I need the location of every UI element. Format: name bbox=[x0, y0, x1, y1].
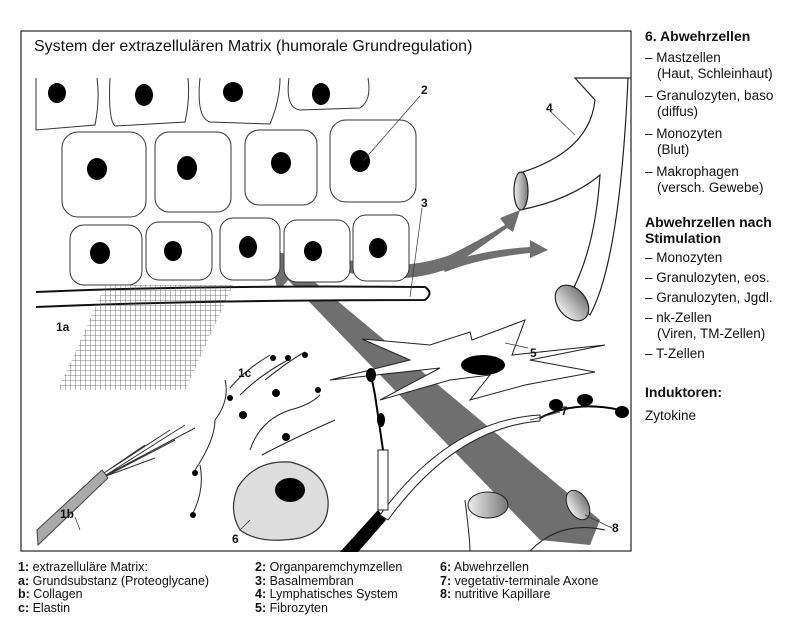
legend-item: 3: Basalmembran bbox=[255, 573, 402, 589]
list-item: – Granulozyten, Jgdl. bbox=[645, 290, 800, 306]
legend-text: Lymphatisches System bbox=[266, 587, 398, 601]
list-item: – T-Zellen bbox=[645, 346, 800, 362]
elastin-fibers bbox=[190, 351, 336, 518]
legend-text: extrazelluläre Matrix: bbox=[29, 560, 148, 574]
legend-item: 8: nutritive Kapillare bbox=[440, 587, 598, 602]
list-item: – Monozyten(Blut) bbox=[645, 126, 800, 158]
ground-substance-mesh bbox=[58, 285, 233, 390]
legend-item: 6: Abwehrzellen bbox=[440, 560, 598, 575]
fibrocyte-nucleus bbox=[461, 355, 505, 375]
list-item-sub: (Viren, TM-Zellen) bbox=[657, 326, 766, 341]
list-item: – Monozyten bbox=[645, 250, 800, 266]
legend-text: Fibrozyten bbox=[266, 600, 328, 615]
legend-item: 4: Lymphatisches System bbox=[255, 587, 402, 602]
defense-cell-nucleus bbox=[275, 478, 305, 502]
legend-key: 7: bbox=[440, 573, 452, 588]
diagram-labels: 2 3 4 5 6 7 8 1a 1b 1c bbox=[56, 83, 619, 546]
legend-item: b: Collagen bbox=[18, 587, 209, 602]
nutritive-capillary bbox=[464, 489, 606, 552]
defense-cell bbox=[232, 461, 329, 541]
cell-nuclei bbox=[48, 82, 387, 264]
legend-item: 1: extrazelluläre Matrix: bbox=[18, 560, 209, 575]
list-item-main: – Granulozyten, eos. bbox=[645, 270, 770, 285]
list-item-main: – T-Zellen bbox=[645, 346, 705, 361]
legend-key: 2: bbox=[255, 560, 267, 574]
lymphatic-vessel bbox=[513, 77, 629, 322]
list-item-main: – Monozyten bbox=[645, 126, 723, 141]
legend-key: 3: bbox=[255, 573, 267, 588]
list-item-main: – Makrophagen bbox=[645, 164, 739, 179]
legend-item: 7: vegetativ-terminale Axone bbox=[440, 573, 599, 589]
heading-defense-cells: 6. Abwehrzellen bbox=[645, 28, 751, 44]
legend-text: Collagen bbox=[29, 587, 83, 601]
legend-text: vegetativ-terminale Axone bbox=[451, 573, 599, 588]
list-item-main: – nk-Zellen bbox=[645, 310, 712, 325]
list-item-sub: (Blut) bbox=[657, 142, 690, 157]
defense-cell-list: – Mastzellen(Haut, Schleinhaut) – Granulo… bbox=[645, 50, 800, 196]
label-2: 2 bbox=[421, 83, 428, 97]
list-item-main: – Mastzellen bbox=[645, 50, 721, 65]
legend-item: 2: Organparemchymzellen bbox=[255, 560, 403, 575]
label-7: 7 bbox=[561, 404, 568, 418]
label-5: 5 bbox=[530, 346, 537, 360]
list-item-sub: (versch. Gewebe) bbox=[657, 180, 764, 195]
legend-key: c: bbox=[18, 600, 30, 615]
label-4: 4 bbox=[546, 101, 553, 115]
legend-key: 4: bbox=[255, 587, 267, 601]
legend-key: b: bbox=[18, 587, 30, 601]
legend-key: 8: bbox=[440, 587, 452, 601]
legend-key: a: bbox=[18, 573, 30, 588]
inductors-text: Zytokine bbox=[645, 408, 697, 423]
legend-text: Abwehrzellen bbox=[451, 560, 529, 574]
heading-inductors: Induktoren: bbox=[645, 384, 722, 400]
gray-flow-arrows bbox=[268, 210, 600, 545]
label-3: 3 bbox=[421, 196, 428, 210]
list-item: – nk-Zellen(Viren, TM-Zellen) bbox=[645, 310, 800, 342]
basal-membrane bbox=[35, 285, 431, 308]
legend-item: a: Grundsubstanz (Proteoglycane) bbox=[18, 573, 210, 589]
label-8: 8 bbox=[612, 521, 619, 535]
collagen-fiber bbox=[36, 424, 196, 547]
vegetative-axons bbox=[340, 368, 629, 552]
label-1b: 1b bbox=[60, 507, 74, 521]
legend-text: Grundsubstanz (Proteoglycane) bbox=[29, 573, 210, 588]
list-item: – Granulozyten, baso(diffus) bbox=[645, 88, 800, 120]
list-item-sub: (diffus) bbox=[657, 104, 699, 119]
diagram-title: System der extrazellulären Matrix (humor… bbox=[34, 38, 473, 55]
list-item-main: – Granulozyten, Jgdl. bbox=[645, 290, 773, 305]
side-panel: 6. Abwehrzellen – Mastzellen(Haut, Schle… bbox=[645, 28, 800, 424]
legend-key: 1: bbox=[18, 560, 30, 574]
list-item-main: – Granulozyten, baso bbox=[645, 88, 774, 103]
list-item: – Granulozyten, eos. bbox=[645, 270, 800, 286]
legend-item: c: Elastin bbox=[18, 600, 209, 616]
legend-text: Organparemchymzellen bbox=[266, 560, 403, 574]
label-6: 6 bbox=[232, 532, 239, 546]
legend-text: Basalmembran bbox=[266, 573, 354, 588]
stimulated-cell-list: – Monozyten – Granulozyten, eos. – Granulo… bbox=[645, 250, 800, 362]
list-item-main: – Monozyten bbox=[645, 250, 723, 265]
legend-text: nutritive Kapillare bbox=[451, 587, 551, 601]
list-item-sub: (Haut, Schleinhaut) bbox=[657, 66, 773, 81]
legend-column-1: 1: extrazelluläre Matrix:a: Grundsubstan… bbox=[18, 560, 210, 616]
list-item: – Mastzellen(Haut, Schleinhaut) bbox=[645, 50, 800, 82]
legend-item: 5: Fibrozyten bbox=[255, 600, 402, 616]
label-1c: 1c bbox=[238, 366, 252, 380]
label-1a: 1a bbox=[56, 320, 70, 334]
legend-key: 6: bbox=[440, 560, 452, 574]
list-item: – Makrophagen(versch. Gewebe) bbox=[645, 164, 800, 196]
heading-stimulation: Abwehrzellen nach Stimulation bbox=[645, 214, 772, 246]
diagram-frame bbox=[20, 30, 632, 552]
legend-key: 5: bbox=[255, 600, 267, 615]
legend-text: Elastin bbox=[29, 600, 71, 615]
leader-lines bbox=[74, 95, 613, 531]
